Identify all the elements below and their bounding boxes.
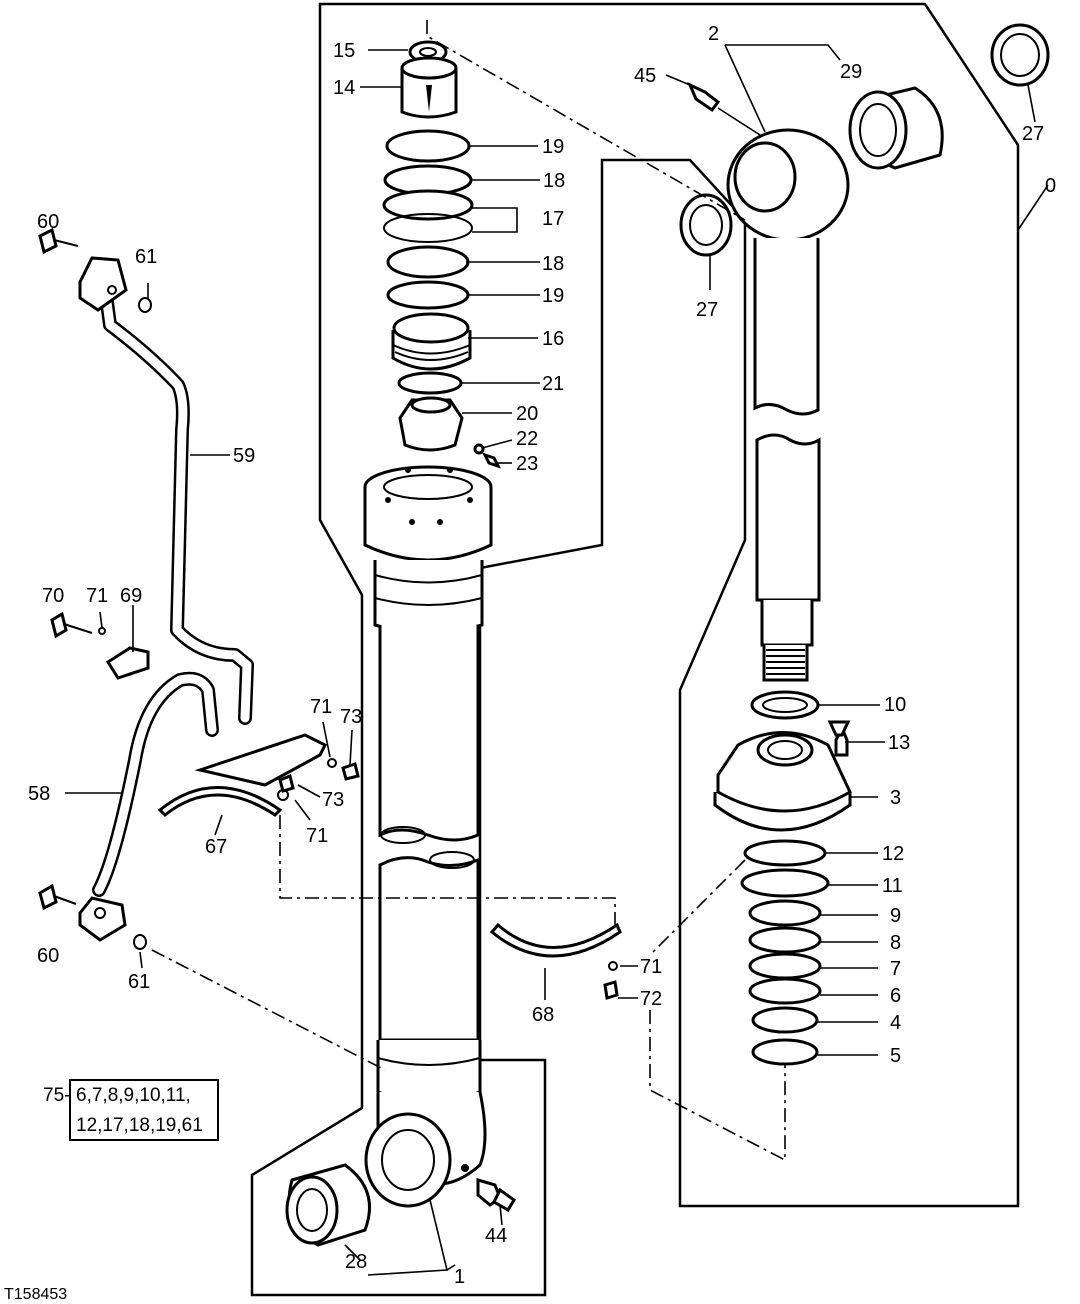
callout-27a: 27 [1022, 123, 1044, 145]
callout-3: 3 [890, 787, 901, 809]
callout-23: 23 [516, 453, 538, 475]
callout-9: 9 [890, 905, 901, 927]
callout-8: 8 [890, 932, 901, 954]
callout-19a: 19 [542, 136, 564, 158]
callout-71a: 71 [86, 585, 108, 607]
leader-lines [65, 44, 1049, 1276]
callout-71c: 71 [306, 825, 328, 847]
grease-fitting-45 [687, 81, 721, 113]
kit-box: 75- 6,7,8,9,10,11, 12,17,18,19,61 [43, 1079, 219, 1141]
callout-59: 59 [233, 445, 255, 467]
clamp-67 [157, 733, 328, 818]
callout-60a: 60 [37, 211, 59, 233]
callout-17: 17 [542, 208, 564, 230]
callout-13: 13 [888, 732, 910, 754]
callout-16: 16 [542, 328, 564, 350]
callout-20: 20 [516, 403, 538, 425]
callout-71b: 71 [310, 696, 332, 718]
callout-5: 5 [890, 1045, 901, 1067]
callout-29: 29 [840, 61, 862, 83]
callout-15: 15 [333, 40, 355, 62]
cylinder-barrel [363, 465, 493, 1208]
callout-7: 7 [890, 958, 901, 980]
callout-44: 44 [485, 1225, 507, 1247]
bolt-70 [50, 611, 93, 639]
kit-line-1: 6,7,8,9,10,11, [76, 1085, 191, 1106]
callout-68: 68 [532, 1004, 554, 1026]
grease-fitting-44 [476, 1177, 516, 1213]
callout-22: 22 [516, 428, 538, 450]
callout-61b: 61 [128, 971, 150, 993]
callout-73a: 73 [340, 706, 362, 728]
clamp-68 [489, 922, 622, 958]
callout-67: 67 [205, 836, 227, 858]
callout-2: 2 [708, 23, 719, 45]
callout-1: 1 [454, 1266, 465, 1288]
callout-70: 70 [42, 585, 64, 607]
callout-18b: 18 [542, 253, 564, 275]
assembly-lines [151, 20, 786, 1162]
hardware-small [98, 297, 851, 1000]
callout-19b: 19 [542, 285, 564, 307]
seal-27-left [679, 193, 733, 257]
kit-line-2: 12,17,18,19,61 [76, 1115, 203, 1136]
callout-61a: 61 [135, 246, 157, 268]
callouts: 15 14 19 18 17 18 19 16 21 20 22 23 2 29… [28, 23, 1056, 1288]
callout-28: 28 [345, 1251, 367, 1273]
assembly-outline [250, 2, 1020, 1297]
kit-label: 75- [43, 1085, 70, 1106]
bolt-60-bottom [38, 883, 77, 911]
callout-58: 58 [28, 783, 50, 805]
bushing-28 [285, 1163, 371, 1247]
callout-0: 0 [1045, 175, 1056, 197]
head-seal-stack [382, 40, 501, 469]
callout-72: 72 [640, 988, 662, 1010]
seal-27-top [990, 23, 1050, 87]
piston-rod [726, 128, 850, 682]
piston-assembly [713, 690, 852, 1066]
tube-58 [78, 671, 219, 942]
callout-69: 69 [120, 585, 142, 607]
callout-12: 12 [882, 843, 904, 865]
bushing-29 [848, 86, 944, 170]
tube-59 [78, 256, 254, 725]
callout-6: 6 [890, 985, 901, 1007]
bolt-60-top [38, 227, 79, 255]
callout-73b: 73 [322, 789, 344, 811]
callout-14: 14 [333, 77, 355, 99]
bracket-69 [105, 646, 150, 680]
callout-4: 4 [890, 1012, 901, 1034]
callout-11: 11 [882, 875, 903, 897]
callout-60b: 60 [37, 945, 59, 967]
callout-71d: 71 [640, 956, 662, 978]
callout-27b: 27 [696, 299, 718, 321]
callout-18a: 18 [543, 170, 565, 192]
figure-id: T158453 [4, 1286, 67, 1303]
callout-45: 45 [634, 65, 656, 87]
callout-21: 21 [542, 373, 564, 395]
callout-10: 10 [884, 694, 906, 716]
